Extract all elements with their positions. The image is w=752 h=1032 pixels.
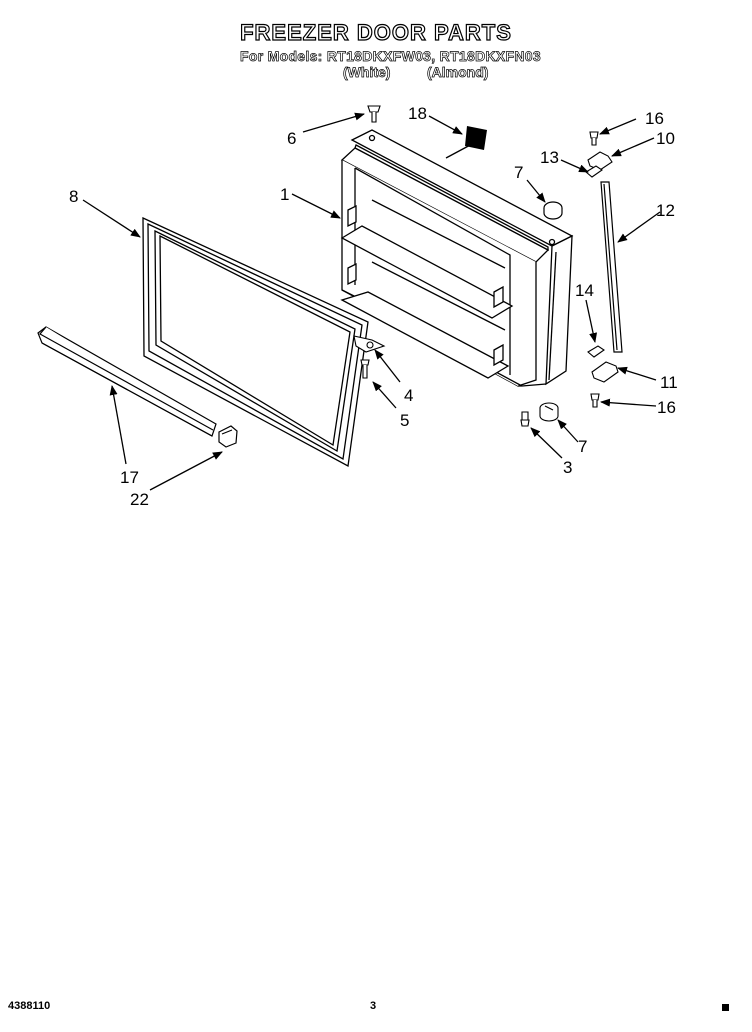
handle-bar bbox=[600, 181, 623, 353]
models-line: For Models: RT18DKXFW03, RT18DKXFN03 bbox=[240, 48, 541, 65]
callout-13: 13 bbox=[540, 148, 559, 167]
corner-mark bbox=[722, 1004, 729, 1011]
bottom-bushing bbox=[539, 402, 559, 422]
document-number: 4388110 bbox=[8, 1000, 51, 1012]
callout-10: 10 bbox=[656, 129, 675, 148]
callout-16-bottom: 16 bbox=[657, 398, 676, 417]
handle-top-screw bbox=[589, 131, 599, 146]
handle-bottom-screw bbox=[590, 393, 600, 408]
end-cap bbox=[218, 425, 238, 448]
color-white-label: (White) bbox=[343, 64, 391, 81]
callout-1: 1 bbox=[280, 185, 289, 204]
callout-14: 14 bbox=[575, 281, 594, 300]
callout-3: 3 bbox=[563, 458, 572, 477]
door-stop-bracket bbox=[353, 335, 386, 379]
screw-top bbox=[367, 105, 381, 123]
freezer-door-body bbox=[340, 129, 574, 387]
handle-bottom-cap bbox=[587, 345, 619, 383]
callout-12: 12 bbox=[656, 201, 675, 220]
plug-button-top bbox=[543, 201, 563, 220]
leader-lines bbox=[82, 112, 661, 491]
callout-22: 22 bbox=[130, 490, 149, 509]
bottom-screw bbox=[520, 411, 530, 427]
callout-6: 6 bbox=[287, 129, 296, 148]
handle-top-cap bbox=[585, 151, 613, 178]
callout-18: 18 bbox=[408, 104, 427, 123]
callout-17: 17 bbox=[120, 468, 139, 487]
callout-8: 8 bbox=[69, 187, 78, 206]
callout-7-top: 7 bbox=[514, 163, 523, 182]
page-number: 3 bbox=[370, 1000, 377, 1012]
callout-16-top: 16 bbox=[645, 109, 664, 128]
callout-7-bottom: 7 bbox=[578, 437, 587, 456]
callout-4: 4 bbox=[404, 386, 413, 405]
color-almond-label: (Almond) bbox=[427, 64, 489, 81]
door-label bbox=[465, 126, 487, 150]
page-title: FREEZER DOOR PARTS bbox=[239, 19, 512, 45]
callout-5: 5 bbox=[400, 411, 409, 430]
handle-strip bbox=[37, 326, 217, 437]
callout-11: 11 bbox=[660, 373, 678, 392]
door-gasket bbox=[142, 216, 369, 468]
